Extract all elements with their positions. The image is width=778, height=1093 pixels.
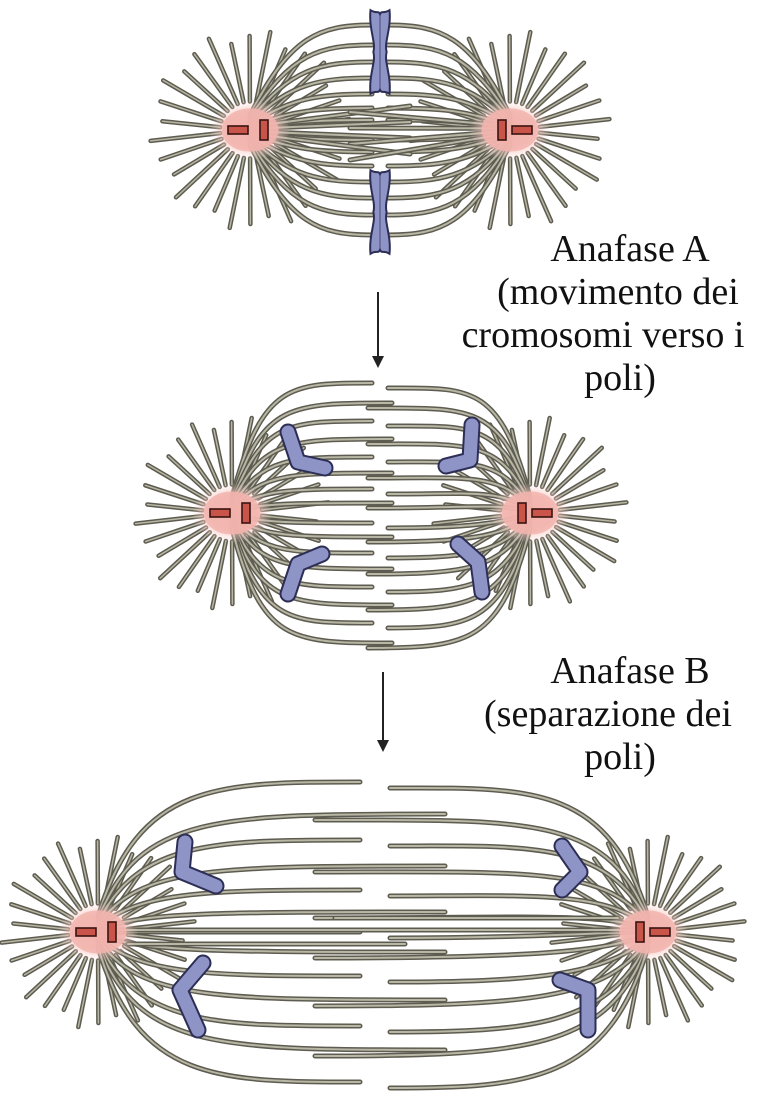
centriole xyxy=(76,928,96,936)
centrosome xyxy=(58,902,139,962)
centriole xyxy=(260,120,268,140)
microtubule xyxy=(151,133,221,141)
centriole xyxy=(210,509,230,517)
centrosome xyxy=(470,100,551,160)
centriole xyxy=(532,509,552,517)
anaphase-b-description-line-1: (separazione dei xyxy=(448,693,768,736)
centriole xyxy=(228,126,248,134)
centriole xyxy=(242,503,250,523)
down-arrow-icon xyxy=(377,672,389,752)
chromosome xyxy=(288,432,325,468)
anaphase-b-description-line-2: poli) xyxy=(520,736,720,779)
centriole xyxy=(512,126,532,134)
centriole xyxy=(636,922,644,942)
stage-arrows xyxy=(372,292,389,752)
centrosome xyxy=(210,100,291,160)
anaphase-a-description-line-3: poli) xyxy=(520,357,720,400)
anaphase-a-description-line-1: (movimento dei xyxy=(458,271,778,314)
chromosome xyxy=(560,980,588,1030)
centriole xyxy=(650,928,670,936)
centriole xyxy=(518,503,526,523)
anaphase-a-description-line-2: cromosomi verso i xyxy=(428,314,778,357)
metaphase-spindle xyxy=(151,10,610,254)
anaphase-b-spindle xyxy=(2,782,745,1088)
anaphase-b-title: Anafase B xyxy=(500,650,760,693)
down-arrow-icon xyxy=(372,292,384,368)
centrosome xyxy=(192,483,273,543)
microtubule xyxy=(540,119,610,127)
centriole xyxy=(108,922,116,942)
chromosome xyxy=(562,846,580,890)
chromosome xyxy=(180,963,203,1030)
centrosome xyxy=(490,483,571,543)
anaphase-a-spindle xyxy=(136,383,627,648)
centriole xyxy=(498,120,506,140)
centrosome xyxy=(608,902,689,962)
anaphase-a-title: Anafase A xyxy=(500,228,760,271)
